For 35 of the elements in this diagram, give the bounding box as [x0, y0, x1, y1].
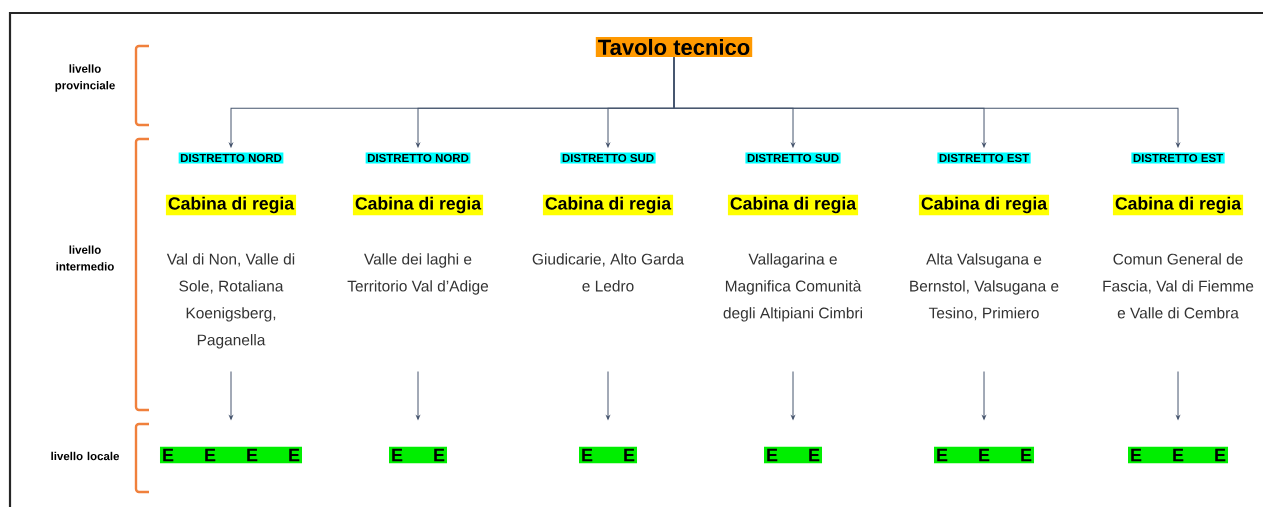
district-tag: DISTRETTO EST: [1131, 152, 1225, 164]
area-list-text: Val di Non, Valle di Sole, Rotaliana Koenigsberg, Paganella: [166, 253, 295, 349]
district-tag: DISTRETTO NORD: [365, 152, 471, 164]
arrow: [1176, 371, 1180, 420]
level-label: livello locale: [51, 451, 120, 461]
control-room-box: Cabina di regia: [918, 194, 1050, 216]
level-label: livello provinciale: [55, 64, 115, 92]
title-box: Tavolo tecnico: [595, 36, 753, 58]
area-list-text: Giudicarie, Alto Garda e Ledro: [532, 253, 685, 292]
arrow: [791, 371, 795, 420]
entity-bar: E E E: [934, 446, 1034, 464]
arrow: [606, 371, 610, 420]
district-tag: DISTRETTO SUD: [745, 152, 841, 164]
arrow: [416, 371, 420, 420]
control-room-box: Cabina di regia: [1112, 194, 1244, 216]
area-list-text: Vallagarina e Magnifica Comunità degli Altipiani Cimbri: [723, 253, 862, 322]
level-label: livello intermedio: [56, 245, 114, 271]
area-list-text: Valle dei laghi e Territorio Val d’Adige: [347, 253, 489, 295]
area-list-text: Comun General de Fascia, Val di Fiemme e Valle di Cembra: [1103, 253, 1254, 319]
arrow: [229, 371, 233, 420]
entity-bar: E E: [764, 446, 822, 464]
arrow: [982, 371, 986, 420]
entity-bar: E E: [579, 446, 637, 464]
entity-bar: E E E: [1128, 446, 1229, 464]
arrow: [673, 56, 1180, 148]
control-room-box: Cabina di regia: [727, 194, 859, 216]
district-tag: DISTRETTO NORD: [178, 152, 284, 164]
control-room-box: Cabina di regia: [542, 194, 674, 216]
entity-bar: E E: [389, 446, 447, 464]
control-room-box: Cabina di regia: [165, 194, 297, 216]
area-list-text: Alta Valsugana e Bernstol, Valsugana e Tesino, Primiero: [910, 253, 1059, 321]
district-tag: DISTRETTO EST: [937, 152, 1031, 164]
control-room-box: Cabina di regia: [352, 194, 484, 216]
entity-bar: E E E E: [160, 446, 302, 464]
district-tag: DISTRETTO SUD: [560, 152, 656, 164]
